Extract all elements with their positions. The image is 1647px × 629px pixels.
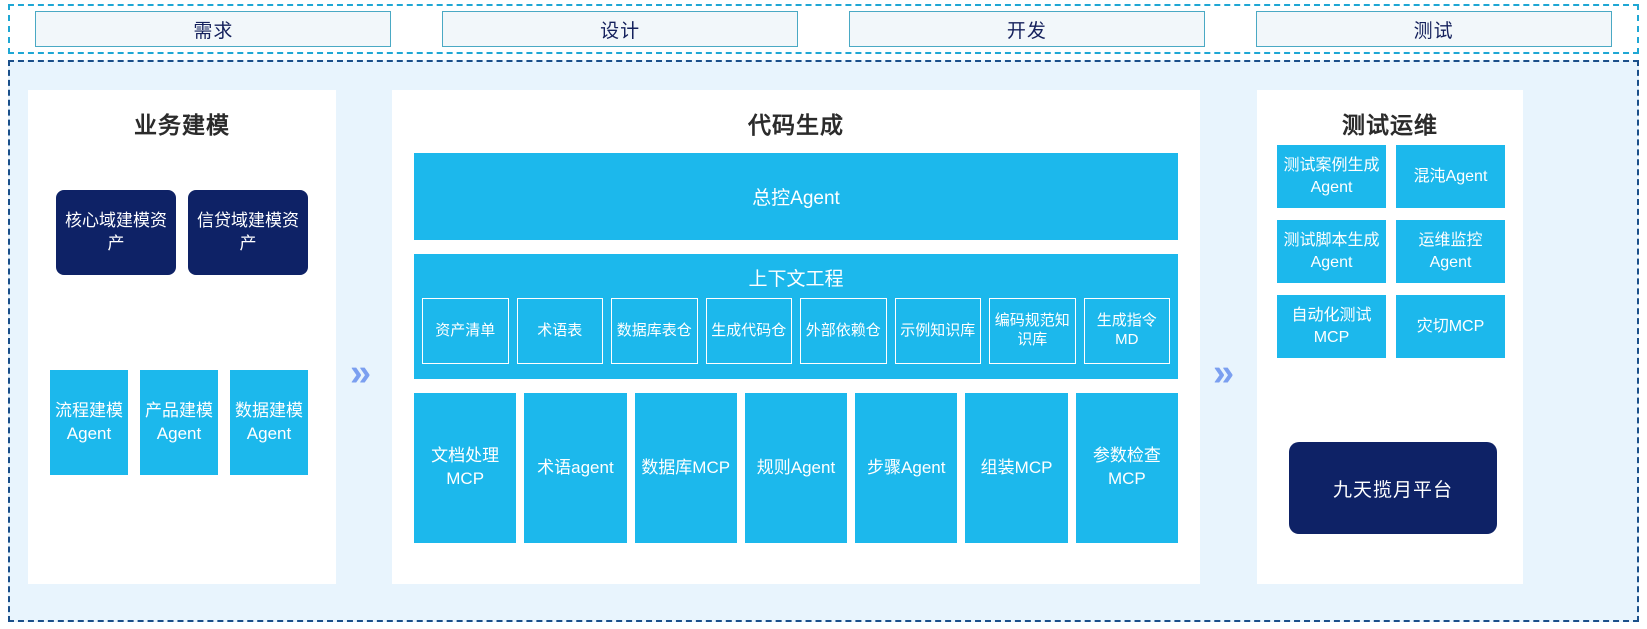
tool-card-step-agent[interactable]: 步骤Agent [855,393,958,543]
tool-label: 术语agent [537,457,614,477]
tool-label: 参数检查MCP [1092,446,1161,488]
stage-slot: 测试 [1230,11,1637,47]
platform-label: 九天揽月平台 [1332,479,1453,501]
agent-card-process-modeling[interactable]: 流程建模Agent [50,370,128,475]
tool-card-assembly-mcp[interactable]: 组装MCP [965,393,1068,543]
agent-card-data-modeling[interactable]: 数据建模Agent [230,370,308,475]
stage-strip: 需求 设计 开发 测试 [8,4,1639,54]
context-item-label: 示例知识库 [900,321,976,339]
tool-label: 组装MCP [980,457,1053,477]
context-item-label: 编码规范知识库 [994,312,1070,348]
context-item-row: 资产清单 术语表 数据库表仓 生成代码仓 外部依赖仓 示例知 [422,298,1170,364]
testops-label: 混沌Agent [1413,167,1488,185]
panel-title-test-operations: 测试运维 [1342,112,1438,138]
context-item-generation-instruction-md[interactable]: 生成指令MD [1083,298,1170,364]
architecture-body: 业务建模 核心域建模资产 信贷域建模资产 流程建模Agent 产品建模Agent… [8,60,1639,622]
panel-code-generation: 代码生成 总控Agent 上下文工程 资产清单 术语表 数据库表仓 [392,90,1200,584]
context-item-coding-standard-knowledge-base[interactable]: 编码规范知识库 [989,298,1076,364]
platform-card-jiutian-lanyue[interactable]: 九天揽月平台 [1289,442,1497,534]
context-engineering-block: 上下文工程 资产清单 术语表 数据库表仓 生成代码仓 外部依赖仓 [414,254,1178,379]
stage-box-requirements[interactable]: 需求 [35,11,392,47]
agent-label: 产品建模Agent [145,400,213,443]
testops-card-operations-monitoring-agent[interactable]: 运维监控Agent [1396,220,1505,283]
tool-card-row: 文档处理MCP 术语agent 数据库MCP 规则Agent 步骤Agent 组… [414,393,1178,543]
tool-label: 数据库MCP [641,457,731,477]
context-item-label: 生成指令MD [1096,312,1157,348]
panel-business-modeling: 业务建模 核心域建模资产 信贷域建模资产 流程建模Agent 产品建模Agent… [28,90,336,584]
tool-card-glossary-agent[interactable]: 术语agent [524,393,627,543]
testops-card-test-case-generation-agent[interactable]: 测试案例生成Agent [1277,145,1386,208]
asset-card-credit-domain[interactable]: 信贷域建模资产 [188,190,308,275]
tool-label: 规则Agent [756,457,836,477]
stage-box-development[interactable]: 开发 [848,11,1205,47]
master-agent-label: 总控Agent [752,188,840,209]
stage-box-testing[interactable]: 测试 [1255,11,1612,47]
testops-card-test-script-generation-agent[interactable]: 测试脚本生成Agent [1277,220,1386,283]
test-ops-card-grid: 测试案例生成Agent 混沌Agent 测试脚本生成Agent 运维监控Agen… [1277,145,1505,358]
asset-label: 信贷域建模资产 [197,210,299,253]
asset-label: 核心域建模资产 [65,210,167,253]
testops-label: 测试案例生成Agent [1283,156,1380,196]
context-item-label: 数据库表仓 [616,321,692,339]
tool-label: 步骤Agent [867,457,946,477]
testops-card-disaster-switch-mcp[interactable]: 灾切MCP [1396,295,1505,358]
context-item-label: 生成代码仓 [711,321,787,339]
stage-label: 设计 [600,20,641,42]
panel-title-business-modeling: 业务建模 [134,112,230,138]
asset-card-core-domain[interactable]: 核心域建模资产 [56,190,176,275]
agent-card-product-modeling[interactable]: 产品建模Agent [140,370,218,475]
tool-label: 文档处理MCP [431,446,500,488]
chevron-right-icon: » [350,352,371,394]
context-item-generated-code-repo[interactable]: 生成代码仓 [705,298,792,364]
testops-label: 测试脚本生成Agent [1283,231,1380,271]
context-item-label: 术语表 [537,321,583,339]
stage-label: 需求 [193,20,234,42]
stage-label: 开发 [1006,20,1047,42]
context-engineering-title: 上下文工程 [748,269,844,290]
context-item-label: 资产清单 [435,321,496,339]
testops-card-automated-testing-mcp[interactable]: 自动化测试MCP [1277,295,1386,358]
testops-label: 运维监控Agent [1418,231,1483,271]
context-item-asset-inventory[interactable]: 资产清单 [422,298,509,364]
testops-card-chaos-agent[interactable]: 混沌Agent [1396,145,1505,208]
business-agent-group: 流程建模Agent 产品建模Agent 数据建模Agent [50,370,308,475]
tool-card-database-mcp[interactable]: 数据库MCP [634,393,737,543]
agent-label: 数据建模Agent [235,400,303,443]
testops-label: 自动化测试MCP [1291,306,1372,346]
panel-title-code-generation: 代码生成 [748,112,844,138]
context-item-example-knowledge-base[interactable]: 示例知识库 [894,298,981,364]
context-item-db-table-repo[interactable]: 数据库表仓 [611,298,698,364]
agent-label: 流程建模Agent [55,400,123,443]
context-item-external-dependency-repo[interactable]: 外部依赖仓 [800,298,887,364]
testops-label: 灾切MCP [1416,317,1485,335]
tool-card-document-processing-mcp[interactable]: 文档处理MCP [414,393,517,543]
stage-slot: 设计 [417,11,824,47]
chevron-right-icon: » [1213,352,1234,394]
tool-card-parameter-check-mcp[interactable]: 参数检查MCP [1075,393,1178,543]
context-item-glossary[interactable]: 术语表 [516,298,603,364]
business-asset-group: 核心域建模资产 信贷域建模资产 [56,190,308,275]
context-item-label: 外部依赖仓 [805,321,881,339]
master-agent-bar[interactable]: 总控Agent [414,153,1178,240]
panel-test-operations: 测试运维 测试案例生成Agent 混沌Agent 测试脚本生成Agent 运维监… [1257,90,1523,584]
stage-label: 测试 [1413,20,1454,42]
stage-slot: 开发 [824,11,1231,47]
tool-card-rule-agent[interactable]: 规则Agent [744,393,848,543]
stage-slot: 需求 [10,11,417,47]
stage-box-design[interactable]: 设计 [442,11,799,47]
